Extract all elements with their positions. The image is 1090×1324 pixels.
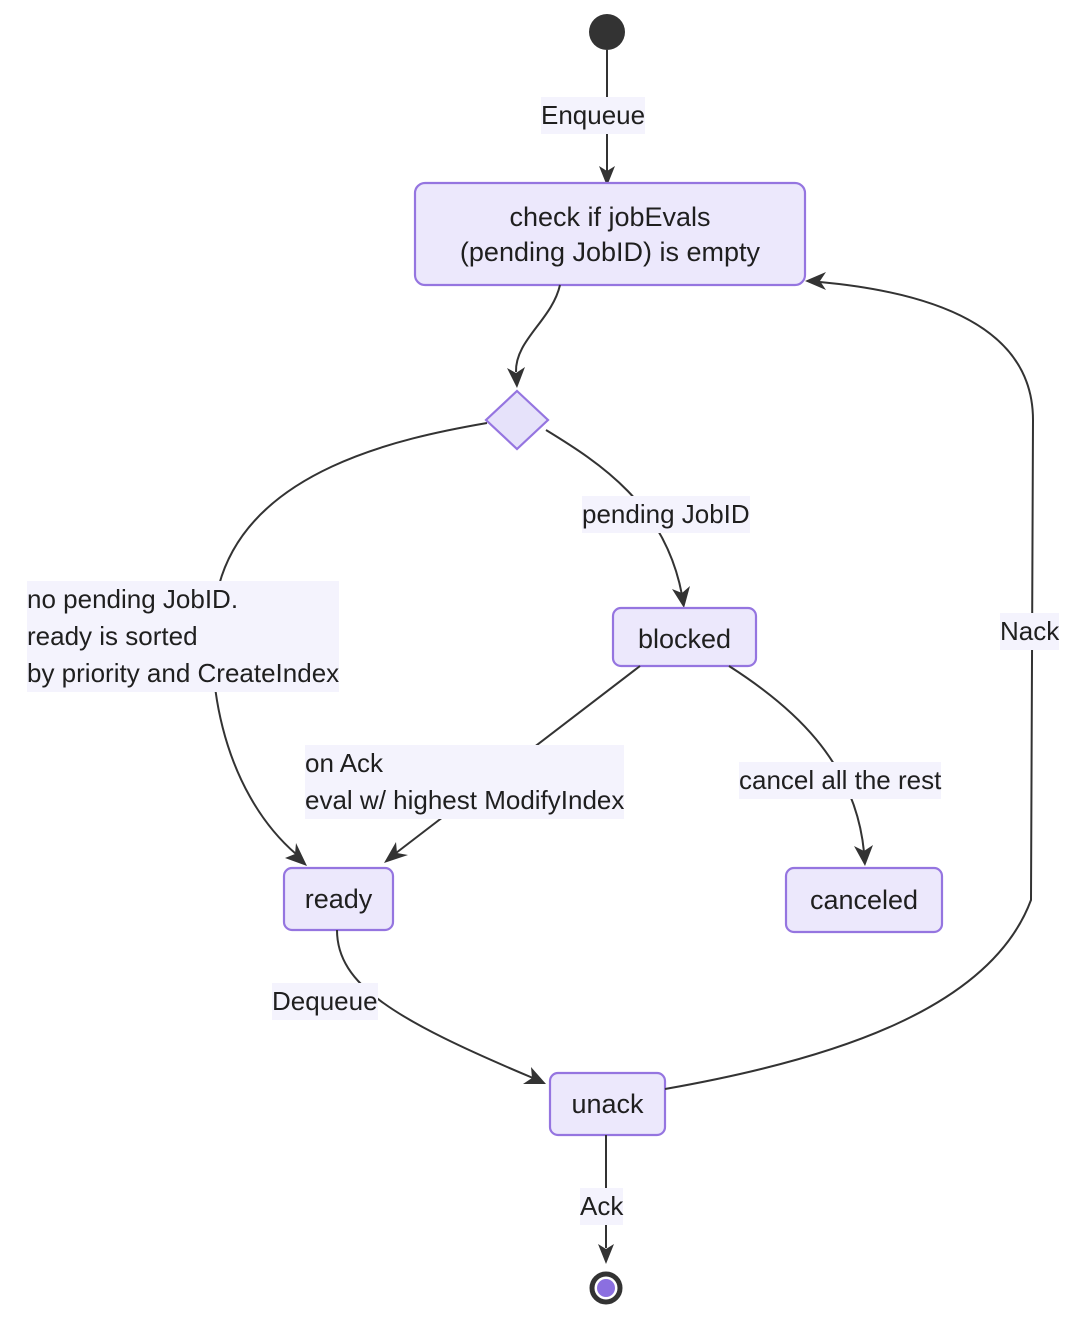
edge-label-ack: Ack	[580, 1188, 624, 1225]
state-canceled[interactable]	[784, 866, 944, 934]
edge-label-no-pending-jobid: no pending JobID. ready is sorted by pri…	[27, 581, 340, 692]
edge-label-enqueue: Enqueue	[541, 97, 646, 134]
state-unack[interactable]	[548, 1071, 667, 1137]
state-check[interactable]	[413, 181, 807, 287]
start-node	[589, 14, 625, 50]
transition-nack	[664, 272, 1035, 1090]
edge-label-dequeue: Dequeue	[272, 983, 378, 1020]
edge-label-nack: Nack	[1000, 613, 1060, 650]
state-blocked[interactable]	[611, 606, 758, 668]
edge-label-pending-jobid: pending JobID	[582, 496, 750, 533]
transition-pending-jobid	[545, 429, 690, 608]
decision-node[interactable]	[484, 389, 550, 451]
edge-label-cancel-all: cancel all the rest	[739, 762, 942, 799]
state-ready[interactable]	[282, 866, 395, 932]
end-node	[589, 1271, 623, 1305]
transition-cancel-all	[728, 665, 873, 866]
transition-check-to-decision	[507, 284, 561, 388]
transition-dequeue	[336, 929, 546, 1084]
edge-label-on-ack: on Ack eval w/ highest ModifyIndex	[305, 745, 625, 819]
